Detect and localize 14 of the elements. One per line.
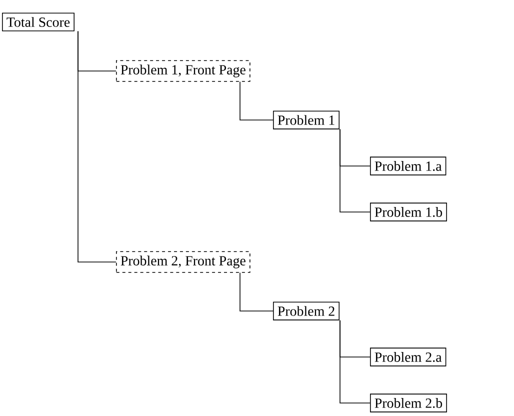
connector bbox=[340, 320, 370, 404]
item-box: Problem 1.b bbox=[370, 202, 447, 222]
item-box: Problem 2 bbox=[273, 302, 340, 320]
item-box: Total Score bbox=[2, 12, 74, 32]
section-box: Problem 1, Front Page bbox=[116, 60, 250, 82]
connector bbox=[240, 272, 274, 312]
item-box: Problem 2.a bbox=[370, 348, 446, 366]
item-box: Problem 2.b bbox=[370, 394, 447, 412]
item-box: Problem 1 bbox=[273, 110, 340, 130]
item-box: Problem 1.a bbox=[370, 156, 446, 176]
connector bbox=[78, 30, 116, 262]
connector bbox=[240, 81, 274, 120]
connector bbox=[340, 128, 370, 212]
section-box: Problem 2, Front Page bbox=[116, 251, 250, 273]
